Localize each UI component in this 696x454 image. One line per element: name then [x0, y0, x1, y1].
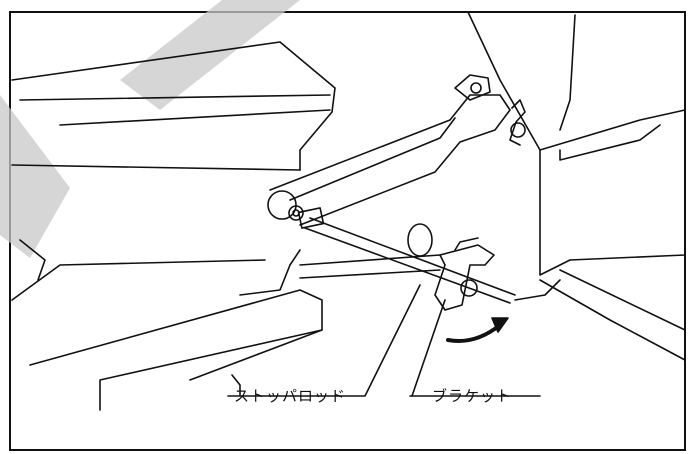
- bracket-body: [434, 244, 495, 311]
- right-frame-lower: [559, 269, 686, 331]
- left-frame-corner: [239, 249, 301, 296]
- leader-stopper-rod: [227, 284, 421, 397]
- rotation-arrowhead: [491, 317, 509, 333]
- lower-beam-edge: [189, 329, 323, 381]
- left-frame-inner: [59, 109, 331, 126]
- leader-bracket-diagonal: [411, 299, 446, 397]
- r-pin: [509, 99, 526, 146]
- bracket-label: ブラケット: [432, 387, 513, 405]
- lever-arm-inner: [289, 117, 456, 201]
- shaft-collar: [407, 223, 433, 257]
- left-frame-side: [19, 239, 46, 281]
- right-frame-edge: [514, 279, 561, 301]
- lever-pivot-outer: [267, 190, 297, 220]
- left-frame-top: [11, 41, 336, 171]
- stopper-rod: [309, 217, 516, 296]
- lever-pivot-inner: [288, 205, 304, 221]
- horizontal-shaft-lower: [299, 269, 441, 279]
- lever-arm: [269, 94, 511, 226]
- bracket-bolt: [460, 279, 478, 297]
- right-frame: [467, 11, 571, 276]
- stopper-rod-label: ストッパロッド: [234, 387, 347, 405]
- right-frame-cutout: [559, 124, 661, 161]
- lower-beam: [29, 289, 323, 411]
- right-frame-diagonal: [539, 279, 686, 361]
- horizontal-shaft: [299, 254, 441, 266]
- watermark-band-upper: [120, 0, 300, 110]
- right-frame-panel: [539, 109, 686, 261]
- left-frame-base: [11, 259, 266, 301]
- bracket-tab: [454, 237, 479, 251]
- rotation-arrow: [446, 323, 502, 343]
- lower-beam-foot: [231, 374, 241, 396]
- top-mount: [454, 74, 491, 101]
- top-mount-hole: [470, 82, 482, 94]
- lever-clevis: [297, 207, 325, 229]
- figure-frame: [9, 11, 686, 451]
- left-frame-lower: [11, 164, 301, 171]
- watermark-band-left: [0, 95, 70, 258]
- left-frame-top-edge: [19, 94, 331, 101]
- r-pin-ring: [510, 122, 526, 138]
- right-frame-top: [559, 14, 576, 131]
